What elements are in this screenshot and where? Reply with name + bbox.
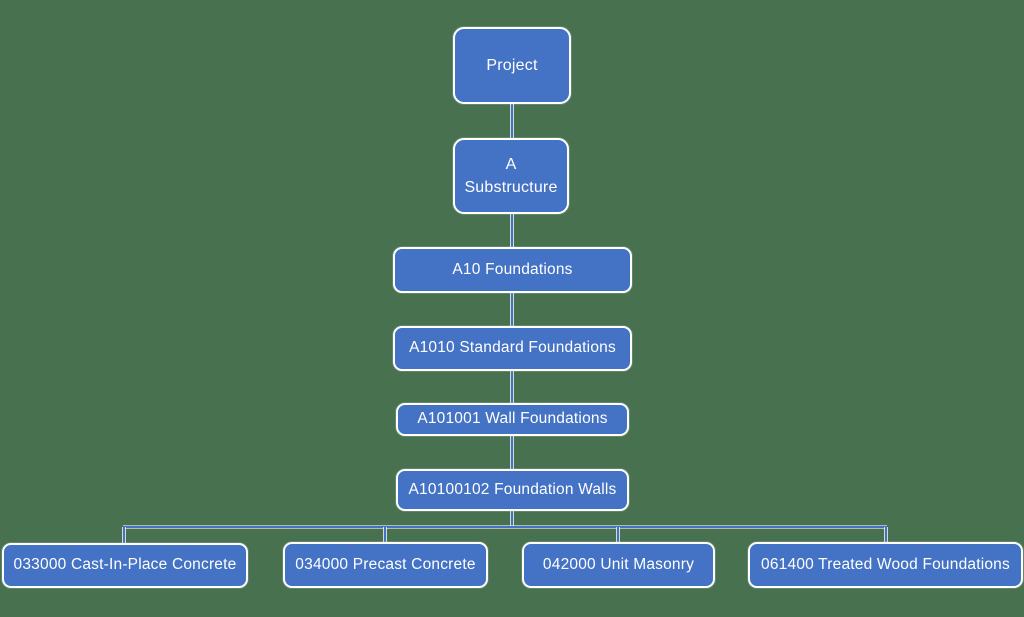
node-a1010-standard-foundations-label: A1010 Standard Foundations <box>409 339 616 357</box>
connector-a101001-a10100102 <box>511 435 513 470</box>
connector-drop-033000 <box>123 527 125 544</box>
connector-drop-034000 <box>384 527 386 543</box>
node-a10-foundations-label: A10 Foundations <box>452 260 573 278</box>
connector-project-substructure <box>511 103 513 139</box>
node-061400-label: 061400 Treated Wood Foundations <box>761 555 1010 573</box>
node-042000-label: 042000 Unit Masonry <box>542 555 695 573</box>
connector-a10-a1010 <box>511 292 513 327</box>
node-a1010-standard-foundations[interactable]: A1010 Standard Foundations <box>393 326 632 371</box>
node-034000-label: 034000 Precast Concrete <box>295 555 476 573</box>
connector-drop-042000 <box>617 527 619 543</box>
node-a-substructure-label: A Substructure <box>464 155 558 196</box>
connector-a1010-a101001 <box>511 371 513 404</box>
connector-substructure-a10 <box>511 213 513 248</box>
node-project[interactable]: Project <box>453 27 571 104</box>
node-a10100102-foundation-walls[interactable]: A10100102 Foundation Walls <box>396 469 629 511</box>
node-a101001-wall-foundations-label: A101001 Wall Foundations <box>417 410 608 428</box>
node-034000-precast-concrete[interactable]: 034000 Precast Concrete <box>283 542 488 588</box>
node-033000-label: 033000 Cast-In-Place Concrete <box>13 556 237 574</box>
node-061400-treated-wood-foundations[interactable]: 061400 Treated Wood Foundations <box>748 542 1023 588</box>
node-a10-foundations[interactable]: A10 Foundations <box>393 247 632 293</box>
node-a10100102-foundation-walls-label: A10100102 Foundation Walls <box>408 480 617 498</box>
node-a101001-wall-foundations[interactable]: A101001 Wall Foundations <box>396 403 629 436</box>
node-project-label: Project <box>486 56 538 74</box>
node-033000-cast-in-place-concrete[interactable]: 033000 Cast-In-Place Concrete <box>2 543 248 588</box>
node-042000-unit-masonry[interactable]: 042000 Unit Masonry <box>522 542 715 588</box>
connector-bus <box>123 526 887 528</box>
connector-drop-061400 <box>885 527 887 543</box>
connector-a10100102-bus <box>511 510 513 527</box>
node-a-substructure[interactable]: A Substructure <box>453 138 569 214</box>
